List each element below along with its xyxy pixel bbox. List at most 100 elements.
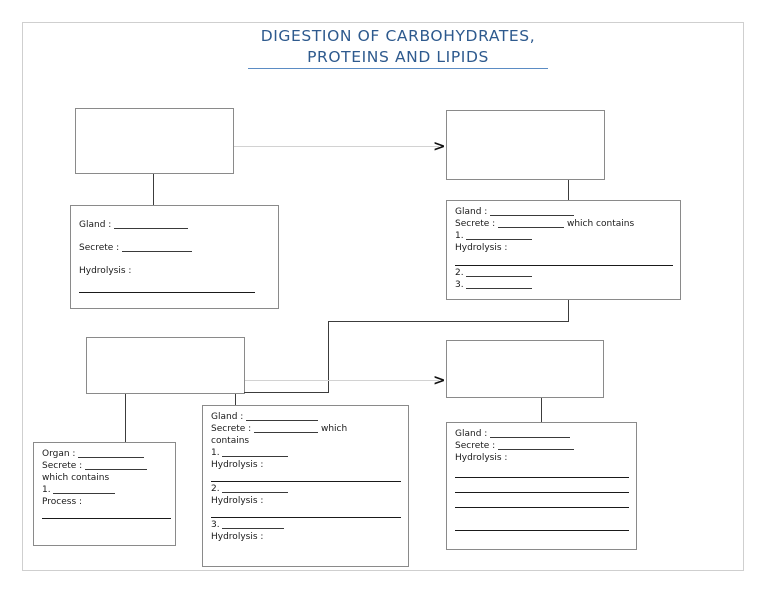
intestinal-gland-blank[interactable] [490,429,571,438]
connector-gastric-left-run [328,321,569,322]
gastric-item-1-row: 1. [455,230,672,242]
organ-secrete-blank[interactable] [85,461,148,470]
intestinal-secrete-label: Secrete : [455,441,496,451]
pancreatic-item-2-row: 2. [211,483,400,495]
salivary-answer-rule[interactable] [79,292,255,293]
salivary-secrete-label: Secrete : [79,243,120,253]
pancreatic-hydrolysis-1-row: Hydrolysis : [211,460,264,470]
salivary-gland-label: Gland : [79,220,112,230]
organ-item-1-label: 1. [42,485,51,495]
pancreatic-item-1-label: 1. [211,448,220,458]
organ-which-contains-row: which contains [42,473,110,483]
intestinal-answer-rule-4[interactable] [455,530,629,531]
pancreatic-answer-rule-1[interactable] [211,481,401,482]
title-line-1: DIGESTION OF CARBOHYDRATES, [260,27,536,45]
title-underline [248,68,548,69]
pancreatic-gland-row: Gland : [211,411,400,423]
connector-pancreas-to-organ [125,394,126,442]
intestinal-secrete-row: Secrete : [455,440,628,452]
gastric-item-1-label: 1. [455,231,464,241]
organ-item-1-blank[interactable] [53,485,116,494]
connector-into-pancreas-stage [244,392,329,393]
organ-process-row: Process : [42,496,167,508]
intestinal-answer-rule-2[interactable] [455,492,629,493]
pancreatic-gland-blank[interactable] [246,412,319,421]
gastric-gland-blank[interactable] [490,207,575,216]
connector-stomach-to-gastric [568,180,569,200]
salivary-hydrolysis-row: Hydrolysis : [79,260,270,283]
stage-box-stomach[interactable] [446,110,605,180]
intestinal-answer-rule-1[interactable] [455,477,629,478]
gastric-secrete-label: Secrete : [455,219,496,229]
detail-box-pancreatic[interactable]: Gland : Secrete : which contains 1. Hydr… [202,405,409,567]
organ-item-1-row: 1. [42,484,167,496]
organ-organ-label: Organ : [42,449,76,459]
salivary-hydrolysis-label: Hydrolysis : [79,266,132,276]
connector-mouth-to-salivary [153,174,154,205]
pancreatic-hydrolysis-3-row: Hydrolysis : [211,532,264,542]
gastric-gland-row: Gland : [455,206,672,218]
gastric-item-3-row: 3. [455,279,672,291]
pancreatic-answer-rule-2[interactable] [211,517,401,518]
pancreatic-gland-label: Gland : [211,412,244,422]
intestinal-answer-rule-3[interactable] [455,507,629,508]
pancreatic-item-3-label: 3. [211,520,220,530]
arrow-head-pancreas-to-intestine: > [433,371,446,389]
pancreatic-secrete-label: Secrete : [211,424,252,434]
connector-gastric-drop [568,300,569,322]
intestinal-gland-label: Gland : [455,429,488,439]
detail-box-gastric[interactable]: Gland : Secrete : which contains 1. Hydr… [446,200,681,300]
pancreatic-item-2-blank[interactable] [222,484,289,493]
gastric-item-2-blank[interactable] [466,268,533,277]
intestinal-secrete-blank[interactable] [498,441,575,450]
stage-box-pancreas[interactable] [86,337,245,394]
salivary-gland-blank[interactable] [114,220,189,229]
organ-organ-row: Organ : [42,448,167,460]
pancreatic-item-3-row: 3. [211,519,400,531]
arrow-line-mouth-to-stomach [234,146,439,147]
connector-gastric-vertical-run [328,321,329,393]
arrow-line-pancreas-to-intestine [245,380,439,381]
page-title: DIGESTION OF CARBOHYDRATES, PROTEINS AND… [150,26,646,68]
gastric-item-3-blank[interactable] [466,280,533,289]
organ-organ-blank[interactable] [78,449,145,458]
gastric-item-1-blank[interactable] [466,231,533,240]
gastric-item-2-label: 2. [455,268,464,278]
connector-pancreas-to-pancreatic [235,394,236,410]
detail-box-salivary[interactable]: Gland : Secrete : Hydrolysis : [70,205,279,309]
title-line-2: PROTEINS AND LIPIDS [307,48,489,66]
organ-answer-rule[interactable] [42,518,171,519]
detail-box-organ[interactable]: Organ : Secrete : which contains 1. Proc… [33,442,176,546]
salivary-secrete-blank[interactable] [122,243,193,252]
gastric-item-2-row: 2. [455,267,672,279]
pancreatic-item-1-blank[interactable] [222,448,289,457]
stage-box-mouth[interactable] [75,108,234,174]
connector-intestine-to-detail [541,398,542,422]
pancreatic-secrete-blank[interactable] [254,424,319,433]
pancreatic-contains-row: contains [211,436,250,446]
gastric-secrete-blank[interactable] [498,219,565,228]
salivary-gland-row: Gland : [79,214,270,237]
pancreatic-which: which [320,424,348,434]
intestinal-hydrolysis-row: Hydrolysis : [455,453,508,463]
arrow-head-mouth-to-stomach: > [433,137,446,155]
gastric-item-3-label: 3. [455,280,464,290]
gastric-hydrolysis-row: Hydrolysis : [455,242,672,254]
salivary-secrete-row: Secrete : [79,237,270,260]
pancreatic-secrete-row: Secrete : which [211,423,400,435]
gastric-which-contains: which contains [566,219,635,229]
pancreatic-item-1-row: 1. [211,447,400,459]
gastric-hydrolysis-label: Hydrolysis : [455,243,508,253]
gastric-gland-label: Gland : [455,207,488,217]
stage-box-intestine[interactable] [446,340,604,398]
pancreatic-item-2-label: 2. [211,484,220,494]
gastric-answer-rule[interactable] [455,265,673,266]
organ-secrete-label: Secrete : [42,461,83,471]
intestinal-gland-row: Gland : [455,428,628,440]
organ-secrete-row: Secrete : [42,460,167,472]
detail-box-intestinal[interactable]: Gland : Secrete : Hydrolysis : [446,422,637,550]
pancreatic-item-3-blank[interactable] [222,520,285,529]
gastric-secrete-row: Secrete : which contains [455,218,672,230]
pancreatic-hydrolysis-2-row: Hydrolysis : [211,496,264,506]
